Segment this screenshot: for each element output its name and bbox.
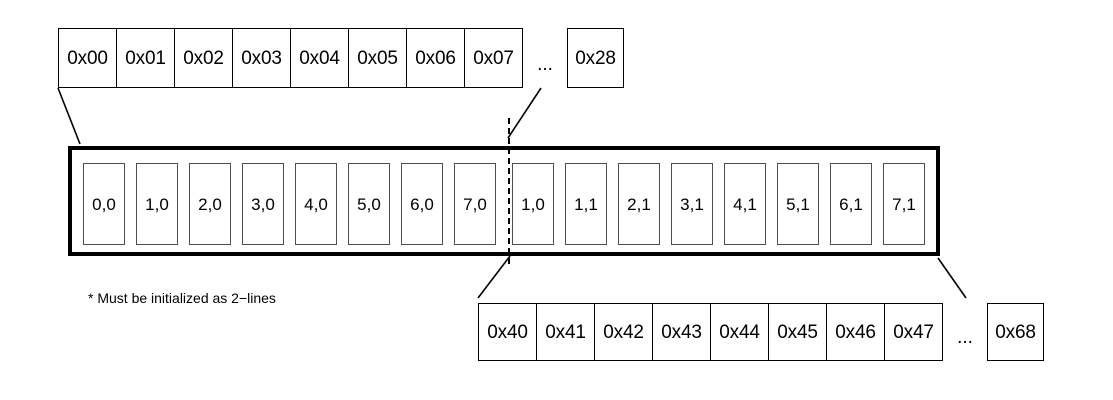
address-cell: 0x41 [536, 303, 595, 361]
address-cell: 0x43 [652, 303, 711, 361]
byte-cell: 1,0 [512, 163, 554, 245]
address-cell: 0x47 [884, 303, 943, 361]
byte-cell: 6,1 [830, 163, 872, 245]
cache-line-cells: 0,0 1,0 2,0 3,0 4,0 5,0 6,0 7,0 1,0 1,1 … [72, 150, 936, 252]
address-cell: 0x06 [406, 28, 465, 88]
half-line-divider [508, 118, 510, 264]
byte-cell: 4,0 [295, 163, 337, 245]
byte-cell: 7,1 [883, 163, 925, 245]
address-cell: 0x00 [58, 28, 117, 88]
cache-line-box: 0,0 1,0 2,0 3,0 4,0 5,0 6,0 7,0 1,0 1,1 … [68, 146, 940, 256]
top-address-row: 0x00 0x01 0x02 0x03 0x04 0x05 0x06 0x07 … [58, 28, 624, 88]
byte-cell: 5,0 [348, 163, 390, 245]
byte-cell: 6,0 [401, 163, 443, 245]
address-cell: 0x03 [232, 28, 291, 88]
address-cell-tail: 0x68 [987, 303, 1044, 361]
address-cell: 0x01 [116, 28, 175, 88]
byte-cell: 0,0 [83, 163, 125, 245]
bottom-row-ellipsis: ... [957, 327, 973, 348]
byte-cell: 4,1 [724, 163, 766, 245]
address-cell: 0x04 [290, 28, 349, 88]
byte-cell: 5,1 [777, 163, 819, 245]
address-cell: 0x44 [710, 303, 769, 361]
address-cell-tail: 0x28 [567, 28, 624, 88]
address-cell: 0x45 [768, 303, 827, 361]
byte-cell: 3,0 [242, 163, 284, 245]
address-cell: 0x40 [478, 303, 537, 361]
byte-cell: 1,1 [565, 163, 607, 245]
top-row-ellipsis: ... [537, 54, 553, 75]
byte-cell: 1,0 [136, 163, 178, 245]
leader-line-top-right [507, 87, 542, 139]
footnote-text: * Must be initialized as 2−lines [88, 290, 276, 306]
byte-cell: 2,1 [618, 163, 660, 245]
address-cell: 0x05 [348, 28, 407, 88]
byte-cell: 2,0 [189, 163, 231, 245]
leader-line-bottom-left [477, 255, 511, 299]
leader-line-bottom-right [937, 257, 967, 299]
address-cell: 0x07 [464, 28, 523, 88]
byte-cell: 3,1 [671, 163, 713, 245]
leader-line-top-left [57, 87, 81, 145]
byte-cell: 7,0 [454, 163, 496, 245]
address-cell: 0x02 [174, 28, 233, 88]
address-cell: 0x42 [594, 303, 653, 361]
bottom-address-row: 0x40 0x41 0x42 0x43 0x44 0x45 0x46 0x47 … [478, 303, 1044, 361]
address-cell: 0x46 [826, 303, 885, 361]
